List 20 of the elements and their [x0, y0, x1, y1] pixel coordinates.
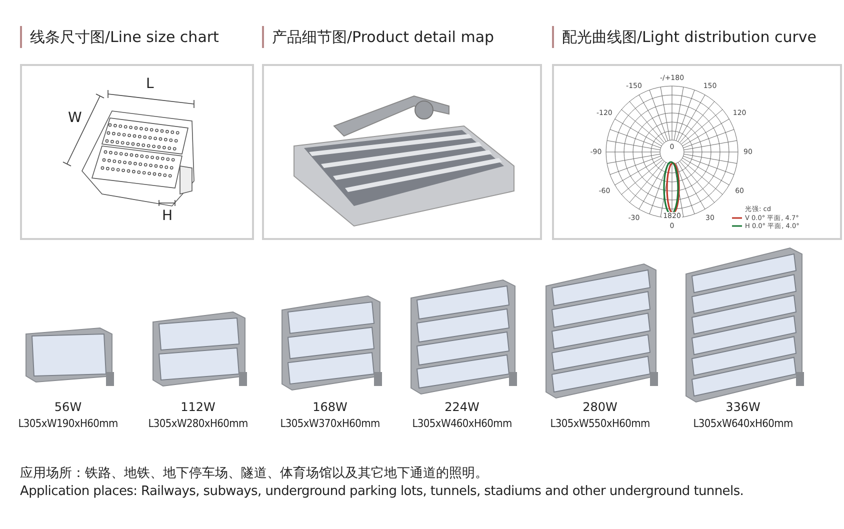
- power-label: 224W: [444, 400, 480, 414]
- size-label: L305xW550xH60mm: [549, 417, 651, 430]
- size-label: L305xW370xH60mm: [279, 417, 381, 430]
- application-text: 应用场所：铁路、地铁、地下停车场、隧道、体育场馆以及其它地下通道的照明。: [20, 464, 488, 482]
- size-label: L305xW280xH60mm: [147, 417, 249, 430]
- power-label: 56W: [53, 400, 83, 414]
- power-label: 336W: [724, 400, 762, 414]
- section-heading: 线条尺寸图/Line size chart: [20, 26, 219, 48]
- size-label: L305xW190xH60mm: [17, 417, 119, 430]
- dimension-label: W: [68, 110, 82, 126]
- section-heading: 产品细节图/Product detail map: [262, 26, 494, 48]
- dimension-label: L: [146, 76, 154, 92]
- size-label: L305xW640xH60mm: [692, 417, 794, 430]
- power-label: 112W: [180, 400, 216, 414]
- power-label: 168W: [312, 400, 348, 414]
- section-heading: 配光曲线图/Light distribution curve: [552, 26, 817, 48]
- power-label: 280W: [582, 400, 618, 414]
- application-text: Application places: Railways, subways, underground parking lots, tunnels, stadiums and other underground tunnels.: [20, 484, 744, 499]
- dimension-label: H: [162, 208, 173, 224]
- size-label: L305xW460xH60mm: [411, 417, 513, 430]
